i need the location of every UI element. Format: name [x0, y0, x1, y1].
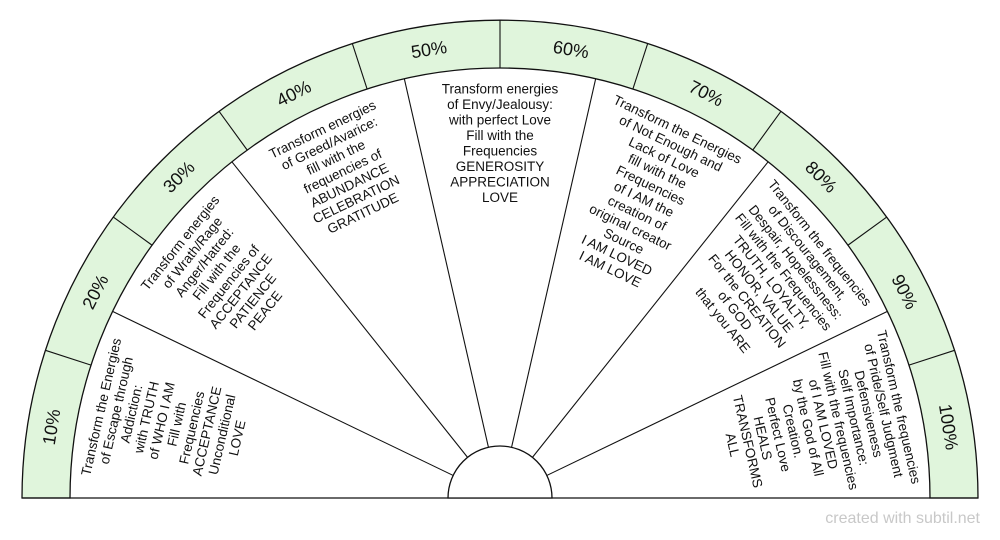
sector-text-line: Frequencies	[463, 143, 538, 158]
credit-text: created with subtil.net	[825, 510, 980, 527]
sector-text-line: APPRECIATION	[450, 174, 550, 189]
percent-tick	[908, 349, 955, 366]
center-hub-arc	[447, 445, 553, 499]
sector-divider	[403, 78, 489, 448]
sector-text-line: Transform energies	[442, 81, 559, 96]
sector-lines	[112, 78, 888, 476]
sector-divider	[531, 161, 769, 458]
percent-tick	[752, 110, 782, 151]
sector-text-line: ALL	[723, 432, 743, 459]
center-hub	[447, 445, 553, 499]
percent-tick	[847, 216, 888, 246]
percent-tick	[632, 43, 649, 90]
percent-band-ring	[21, 19, 979, 499]
sector-text-line: GENEROSITY	[456, 159, 545, 174]
sector-text-line: with perfect Love	[448, 112, 551, 127]
percent-tick	[45, 349, 92, 366]
sector-text-line: LOVE	[482, 190, 518, 205]
sector-text-line: Fill with the	[466, 128, 534, 143]
sector-divider	[511, 78, 597, 448]
sector-divider	[231, 161, 469, 458]
percent-tick	[351, 43, 368, 90]
percent-tick	[218, 110, 248, 151]
percent-tick	[112, 216, 153, 246]
sector-divider	[546, 310, 888, 476]
sector-text-line: of Envy/Jealousy:	[447, 97, 553, 112]
sector-divider	[112, 310, 454, 476]
